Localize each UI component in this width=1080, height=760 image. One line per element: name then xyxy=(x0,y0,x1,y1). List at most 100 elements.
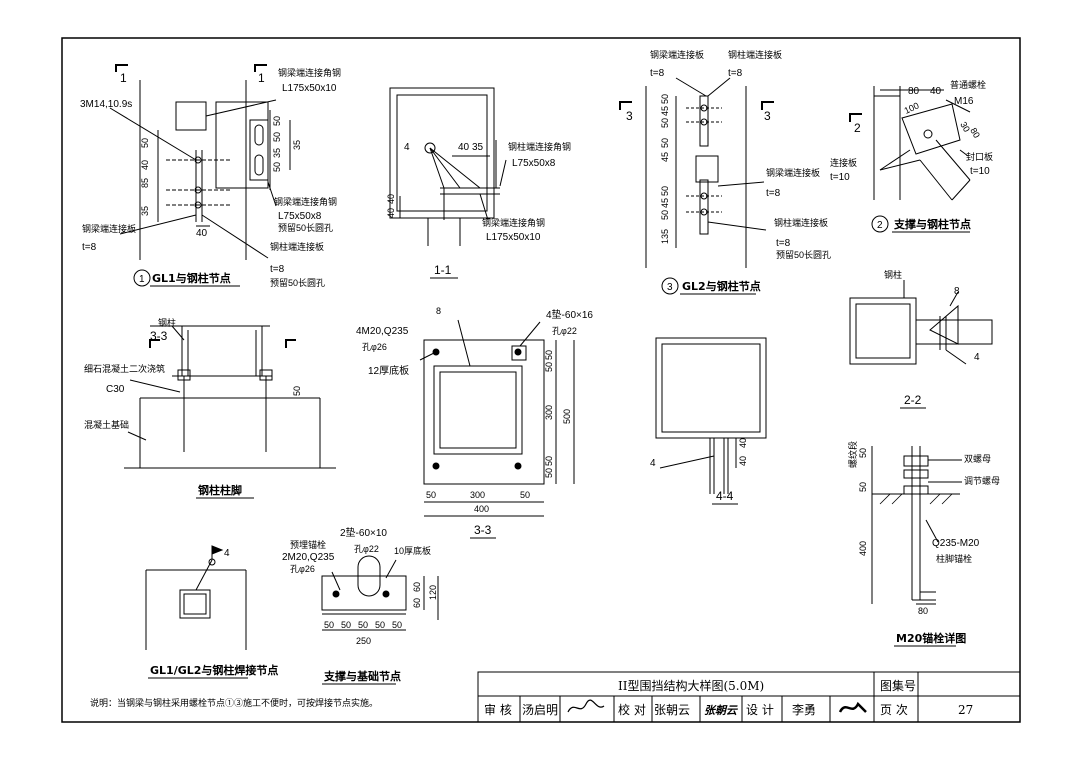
svg-text:35: 35 xyxy=(140,206,150,216)
brace-found-title: 支撑与基础节点 xyxy=(323,669,401,683)
section-2-2 xyxy=(849,280,993,365)
detail2-section-mark: 2 xyxy=(854,121,861,135)
detail1-dim40: 40 xyxy=(196,228,208,239)
section22-weld1: 8 xyxy=(954,286,960,297)
section11-weld: 4 xyxy=(404,142,410,153)
brace-found-washer: 2垫-60×10 xyxy=(340,526,387,539)
detail1-plate-left-t: t=8 xyxy=(82,242,97,253)
design-label: 设 计 xyxy=(746,703,774,717)
brace-found-hole: 孔φ26 xyxy=(290,564,315,574)
section11-d2: 35 xyxy=(472,142,484,153)
designer-signature xyxy=(838,701,867,713)
svg-text:250: 250 xyxy=(356,636,371,646)
sheet-border xyxy=(61,37,1021,723)
svg-text:50: 50 xyxy=(375,620,385,630)
detail3-plate-br-t: t=8 xyxy=(776,238,791,249)
detail3-plate-tr-t: t=8 xyxy=(728,68,743,79)
svg-text:500: 500 xyxy=(562,409,572,424)
weld-detail xyxy=(145,545,247,650)
brace-found-base: 10厚底板 xyxy=(394,545,431,556)
footing-grout: 细石混凝土二次浇筑 xyxy=(84,363,165,374)
section33-hole: 孔φ26 xyxy=(362,342,387,352)
detail3-section-mark-left: 3 xyxy=(626,109,633,123)
svg-text:300: 300 xyxy=(470,490,485,500)
title-block xyxy=(477,671,1021,723)
svg-text:50: 50 xyxy=(660,138,670,148)
detail3-marker xyxy=(661,277,679,295)
svg-text:35: 35 xyxy=(292,140,302,150)
detail2-d80: 80 xyxy=(908,86,920,97)
svg-text:50: 50 xyxy=(520,490,530,500)
anchor-nut1: 双螺母 xyxy=(964,454,991,464)
detail1-angle-bot: 钢梁端连接角钢 xyxy=(274,196,337,207)
detail1-marker-num: 1 xyxy=(139,274,145,285)
weld-detail-title: GL1/GL2与钢柱焊接节点 xyxy=(150,663,278,677)
anchor-thread: 螺纹段 xyxy=(847,441,858,468)
section11-angle: 钢柱端连接角钢 xyxy=(508,141,571,152)
section44-d2: 40 xyxy=(738,456,748,466)
detail3-angle: 钢梁端连接板 xyxy=(766,167,820,178)
svg-text:50: 50 xyxy=(544,362,554,372)
section-1-1 xyxy=(389,87,507,246)
footing-column-base xyxy=(124,325,336,469)
reviewer: 汤启明 xyxy=(522,703,558,717)
detail1-plate-left: 钢梁端连接板 xyxy=(82,223,136,234)
detail-3-gl2-column xyxy=(619,77,774,268)
brace-found-dims: 50 50 50 50 50 250 60 60 120 xyxy=(324,582,438,646)
detail-1-gl1-column xyxy=(109,64,291,260)
detail3-dim-list: 50 45 50 50 45 50 45 50 135 xyxy=(660,94,670,244)
footing-column: 钢柱 xyxy=(158,317,176,328)
detail-2-brace-column xyxy=(849,86,971,201)
svg-text:50: 50 xyxy=(392,620,402,630)
svg-text:50: 50 xyxy=(660,186,670,196)
footing-d50: 50 xyxy=(292,386,302,396)
section-3-3 xyxy=(419,319,575,517)
anchor-d50a: 50 xyxy=(858,448,868,458)
detail1-dim-list: 50 40 85 35 50 50 35 50 35 xyxy=(140,116,302,216)
detail1-section-mark-right: 1 xyxy=(258,71,265,85)
section33-hole2: 孔φ22 xyxy=(552,326,577,336)
detail2-cap-t: t=10 xyxy=(970,166,990,177)
reviewer-signature xyxy=(567,699,605,713)
detail2-title: 支撑与钢柱节点 xyxy=(893,217,971,231)
brace-found-hole2: 孔φ22 xyxy=(354,544,379,554)
svg-text:40: 40 xyxy=(140,160,150,170)
section22-weld2: 4 xyxy=(974,352,980,363)
detail2-plate-t: t=10 xyxy=(830,172,850,183)
detail1-section-mark-left: 1 xyxy=(120,71,127,85)
section22-column: 钢柱 xyxy=(884,269,902,280)
svg-text:400: 400 xyxy=(474,504,489,514)
section33-base: 12厚底板 xyxy=(368,364,409,377)
detail2-marker xyxy=(871,215,889,233)
section22-title: 2-2 xyxy=(904,393,922,407)
section33-washer: 4垫-60×16 xyxy=(546,308,593,321)
detail3-plate-tl-t: t=8 xyxy=(650,68,665,79)
svg-text:50: 50 xyxy=(272,116,282,126)
svg-text:50: 50 xyxy=(272,132,282,142)
detail1-plate-right-t: t=8 xyxy=(270,264,285,275)
detail2-d30: 30 xyxy=(958,120,972,134)
footing-found: 混凝土基础 xyxy=(84,419,129,430)
atlas-label: 图集号 xyxy=(880,678,916,693)
note-text: 说明：当钢梁与钢柱采用螺栓节点①③施工不便时，可按焊接节点实施。 xyxy=(90,697,378,708)
anchor-hatch xyxy=(879,493,953,505)
svg-text:60: 60 xyxy=(412,598,422,608)
page-number: 27 xyxy=(958,703,973,717)
detail3-plate-br: 钢柱端连接板 xyxy=(774,217,828,228)
section44-title: 4-4 xyxy=(716,489,734,503)
footing-title: 钢柱柱脚 xyxy=(198,483,242,497)
detail3-marker-num: 3 xyxy=(667,282,673,293)
detail2-d40: 40 xyxy=(930,86,942,97)
detail3-plate-tl: 钢梁端连接板 xyxy=(650,49,704,60)
detail3-title: GL2与钢柱节点 xyxy=(682,279,761,293)
svg-text:135: 135 xyxy=(660,229,670,244)
svg-text:50: 50 xyxy=(544,456,554,466)
svg-text:50: 50 xyxy=(341,620,351,630)
section11-angle-size: L75x50x8 xyxy=(512,158,556,169)
svg-text:50: 50 xyxy=(358,620,368,630)
footing-grout-grade: C30 xyxy=(106,384,125,395)
anchor-d400: 400 xyxy=(858,541,868,556)
detail2-d80b: 80 xyxy=(968,126,982,140)
svg-text:120: 120 xyxy=(428,585,438,600)
